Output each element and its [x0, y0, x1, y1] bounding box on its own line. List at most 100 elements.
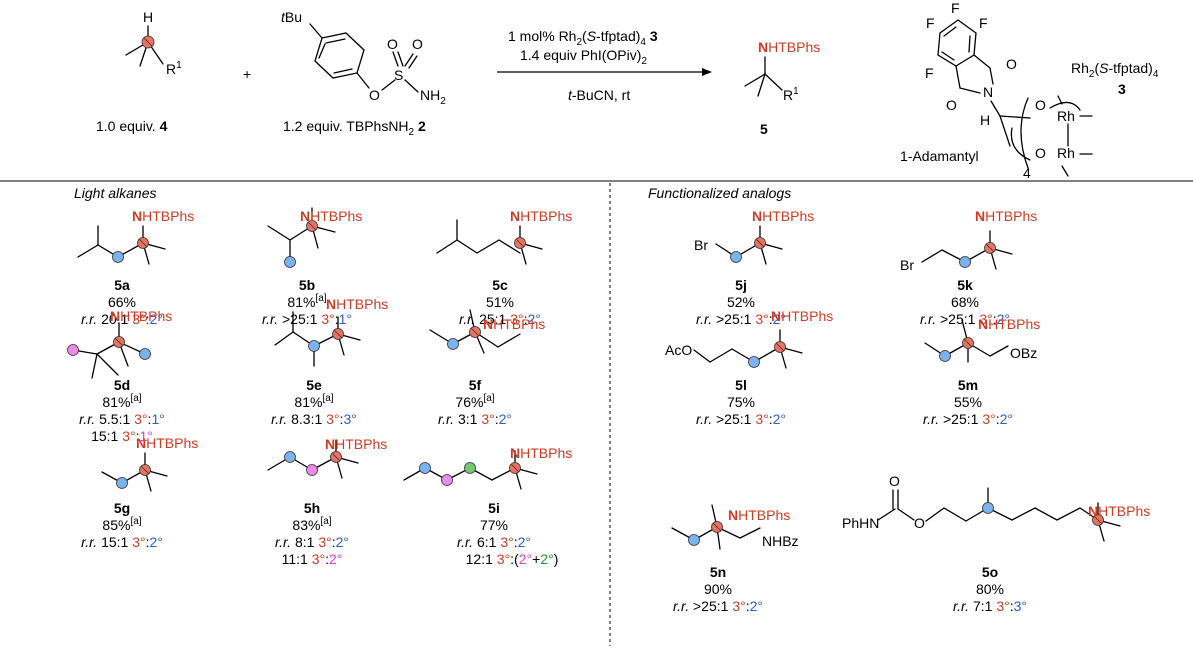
compound-number: 5k	[957, 277, 973, 293]
reagent-label: 1.2 equiv. TBPhsNH2 2	[283, 118, 426, 138]
catalyst-sub4: 4	[1023, 165, 1031, 181]
catalyst-O-right: O	[1006, 56, 1017, 72]
nhtbphs-label: NHTBPhs	[978, 316, 1040, 332]
compound-rr: 15:1 3°:1°	[91, 428, 153, 444]
catalyst-O-lower: O	[1035, 145, 1046, 161]
compound-yield: 51%	[486, 294, 514, 310]
nhtbphs-label: NHTBPhs	[771, 308, 833, 324]
carbonyl-O-label: O	[889, 473, 900, 489]
product-R: R1	[783, 86, 799, 103]
reagent-S: S	[394, 67, 403, 83]
compound-yield: 55%	[954, 394, 982, 410]
site-s	[730, 251, 742, 263]
section-light-alkanes: Light alkanes	[74, 185, 157, 201]
compound-number: 5h	[304, 500, 320, 516]
site-s	[139, 348, 151, 360]
catalyst-H: H	[980, 112, 990, 128]
nhtbphs-label: NHTBPhs	[1088, 503, 1150, 519]
compound-yield: 80%	[976, 581, 1004, 597]
plus-sign: +	[243, 66, 251, 82]
nhtbphs-label: NHTBPhs	[326, 296, 388, 312]
condition-1: 1 mol% Rh2(S-tfptad)4 3	[508, 28, 658, 48]
site-p	[441, 474, 453, 486]
compound-rr: r.r. >25:1 3°:2°	[673, 598, 763, 614]
reagent-O-top2: O	[412, 36, 423, 52]
compound-yield: 52%	[727, 294, 755, 310]
compound-yield: 75%	[727, 394, 755, 410]
condition-2: 1.4 equiv PhI(OPiv)2	[520, 47, 647, 67]
catalyst-name: Rh2(S-tfptad)4	[1071, 60, 1159, 80]
site-s	[447, 338, 459, 350]
bromo-label: Br	[900, 257, 914, 273]
compound-rr: r.r. 3:1 3°:2°	[438, 411, 512, 427]
site-s	[308, 340, 320, 352]
compound-rr: r.r. 20:1 3°:2°	[81, 311, 163, 327]
compound-number: 5l	[735, 377, 747, 393]
compound-yield: 66%	[108, 294, 136, 310]
compound-rr: 11:1 3°:2°	[282, 551, 343, 567]
condition-3: t-BuCN, rt	[568, 87, 630, 103]
compound-yield: 90%	[704, 581, 732, 597]
reagent-O-top1: O	[387, 36, 398, 52]
catalyst-O-left: O	[946, 97, 957, 113]
catalyst-number: 3	[1118, 81, 1126, 97]
compound-yield: 81%[a]	[102, 393, 141, 410]
compound-rr: r.r. 8:1 3°:2°	[275, 534, 349, 550]
substrate-4: H R1 1.0 equiv. 4	[96, 9, 182, 134]
substrate-label: 1.0 equiv. 4	[96, 118, 168, 134]
catalyst-N: N	[983, 84, 993, 100]
benzamide-label: NHBz	[762, 533, 799, 549]
catalyst-3: F F F F O O N H O O Rh Rh 4 1-Adamantyl …	[900, 0, 1159, 181]
compound-rr: r.r. 15:1 3°:2°	[81, 534, 163, 550]
catalyst-O-upper: O	[1035, 97, 1046, 113]
compound-yield: 81%[a]	[294, 393, 333, 410]
compound-yield: 81%[a]	[287, 293, 326, 310]
compound-number: 5g	[114, 500, 130, 516]
benzoyloxy-label: OBz	[1010, 345, 1037, 361]
compound-rr: 12:1 3°:(2°+2°)	[466, 551, 559, 567]
site-s	[284, 451, 296, 463]
catalyst-Rh-bottom: Rh	[1057, 145, 1075, 161]
compound-number: 5d	[114, 377, 130, 393]
site-p	[306, 464, 318, 476]
site-s	[116, 477, 128, 489]
compound-number: 5j	[735, 277, 747, 293]
nhtbphs-label: NHTBPhs	[975, 208, 1037, 224]
nhtbphs-label: NHTBPhs	[132, 208, 194, 224]
nhtbphs-label: NHTBPhs	[300, 208, 362, 224]
site-s	[284, 256, 296, 268]
section-functionalized-analogs: Functionalized analogs	[648, 185, 791, 201]
nhtbphs-label: NHTBPhs	[325, 436, 387, 452]
compound-rr: r.r. >25:1 3°:1°	[262, 311, 352, 327]
compound-number: 5c	[492, 277, 508, 293]
compound-number: 5i	[488, 500, 500, 516]
site-s	[939, 350, 951, 362]
catalyst-F-left: F	[926, 15, 935, 31]
product-number: 5	[760, 121, 768, 137]
nhtbphs-label: NHTBPhs	[136, 435, 198, 451]
acetoxy-label: AcO	[665, 342, 692, 358]
compound-rr: r.r. >25:1 3°:2°	[696, 311, 786, 327]
compound-rr: r.r. 8.3:1 3°:3°	[271, 411, 357, 427]
catalyst-F-top: F	[951, 0, 960, 16]
compound-rr: r.r. 6:1 3°:2°	[457, 534, 531, 550]
ester-O-label: O	[914, 515, 925, 531]
catalyst-adamantyl: 1-Adamantyl	[900, 148, 979, 164]
site-p	[67, 344, 79, 356]
site-s	[112, 251, 124, 263]
compound-rr: r.r. >25:1 3°:2°	[923, 411, 1013, 427]
catalyst-Rh-top: Rh	[1057, 108, 1075, 124]
